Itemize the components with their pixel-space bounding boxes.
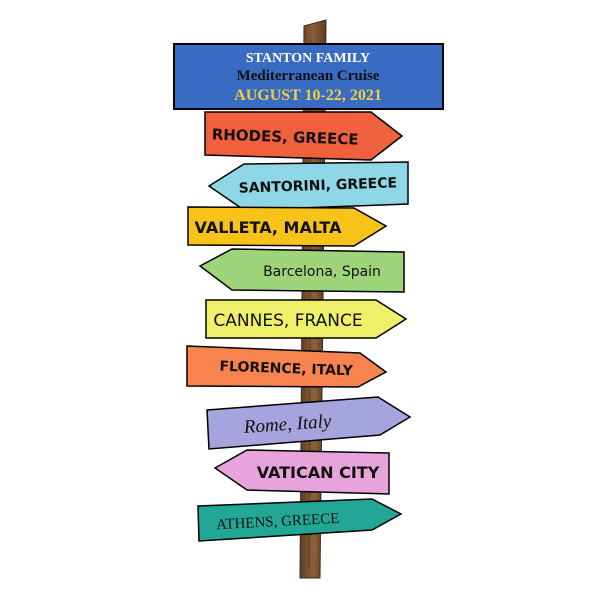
sign-cannes-arrow <box>205 299 408 339</box>
sign-rhodes-label: RHODES, GREECE <box>211 125 358 148</box>
header-sign-board <box>173 43 444 110</box>
sign-florence-arrow <box>186 345 388 388</box>
header-dates: AUGUST 10-22, 2021 <box>234 87 382 104</box>
sign-barcelona: Barcelona, Spain <box>198 248 405 293</box>
sign-valleta-label: VALLETA, MALTA <box>195 218 343 237</box>
sign-athens-arrow <box>197 498 403 542</box>
header-sign: STANTON FAMILY Mediterranean Cruise AUGU… <box>173 43 444 110</box>
sign-santorini-arrow <box>207 161 409 211</box>
sign-barcelona-arrow <box>198 248 405 293</box>
sign-athens-label: ATHENS, GREECE <box>216 511 340 533</box>
header-family-name: STANTON FAMILY <box>246 51 370 66</box>
sign-santorini-label: SANTORINI, GREECE <box>238 175 397 197</box>
sign-barcelona-label: Barcelona, Spain <box>263 264 381 280</box>
sign-rome-arrow <box>206 396 412 450</box>
sign-cannes: CANNES, FRANCE <box>205 299 408 339</box>
sign-cannes-label: CANNES, FRANCE <box>213 311 362 331</box>
sign-athens: ATHENS, GREECE <box>197 498 403 542</box>
sign-rome: Rome, Italy <box>206 396 412 450</box>
sign-rhodes: RHODES, GREECE <box>204 111 404 161</box>
sign-valleta-arrow <box>187 206 388 247</box>
sign-vatican-label: VATICAN CITY <box>257 463 380 482</box>
sign-vatican: VATICAN CITY <box>213 449 390 495</box>
sign-rhodes-arrow <box>204 111 404 161</box>
sign-vatican-arrow <box>213 449 390 495</box>
sign-valleta: VALLETA, MALTA <box>187 206 388 247</box>
sign-santorini: SANTORINI, GREECE <box>207 161 409 211</box>
header-cruise-title: Mediterranean Cruise <box>237 68 380 84</box>
sign-florence-label: FLORENCE, ITALY <box>219 359 354 380</box>
sign-florence: FLORENCE, ITALY <box>186 345 388 388</box>
